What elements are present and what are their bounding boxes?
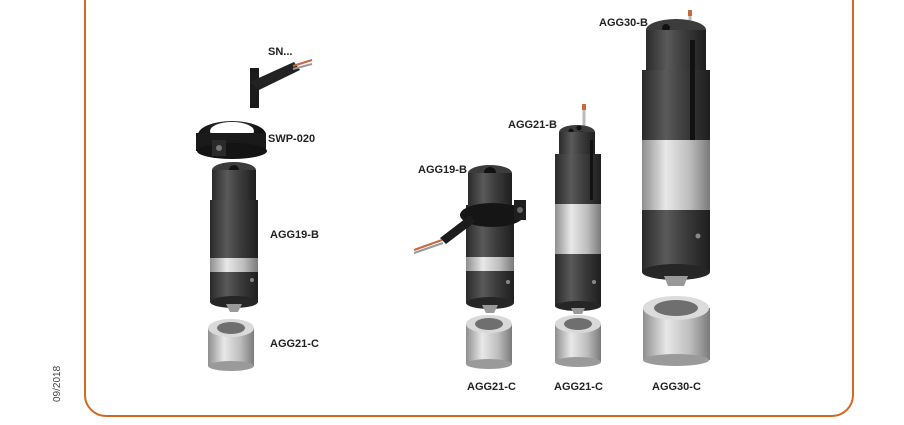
clamp-ring-icon bbox=[196, 121, 267, 159]
cup-label: AGG21-C bbox=[270, 338, 319, 350]
product-3-cup-icon bbox=[643, 296, 710, 366]
cylinder-label: AGG19-B bbox=[270, 229, 319, 241]
page-frame bbox=[84, 0, 854, 417]
gripper-cup-icon bbox=[208, 319, 254, 371]
clamp-label: SWP-020 bbox=[268, 133, 316, 145]
product-2-cylinder-icon bbox=[555, 104, 601, 314]
sensor-label: SN... bbox=[268, 46, 293, 58]
product-1-cup-label: AGG21-C bbox=[467, 381, 516, 393]
product-2-cylinder-label: AGG21-B bbox=[508, 119, 557, 131]
product-3-cylinder-icon bbox=[642, 10, 710, 286]
product-3-cup-label: AGG30-C bbox=[652, 381, 701, 393]
sensor-cable-icon bbox=[250, 59, 313, 108]
product-3-cylinder-label: AGG30-B bbox=[599, 17, 648, 29]
product-1-cylinder-label: AGG19-B bbox=[418, 164, 467, 176]
product-1-cup-icon bbox=[466, 315, 512, 369]
gripper-cylinder-icon bbox=[210, 162, 258, 312]
product-2-cup-label: AGG21-C bbox=[554, 381, 603, 393]
product-2-cup-icon bbox=[555, 315, 601, 367]
date-stamp: 09/2018 bbox=[52, 365, 63, 402]
product-1-cylinder-icon bbox=[413, 165, 526, 313]
